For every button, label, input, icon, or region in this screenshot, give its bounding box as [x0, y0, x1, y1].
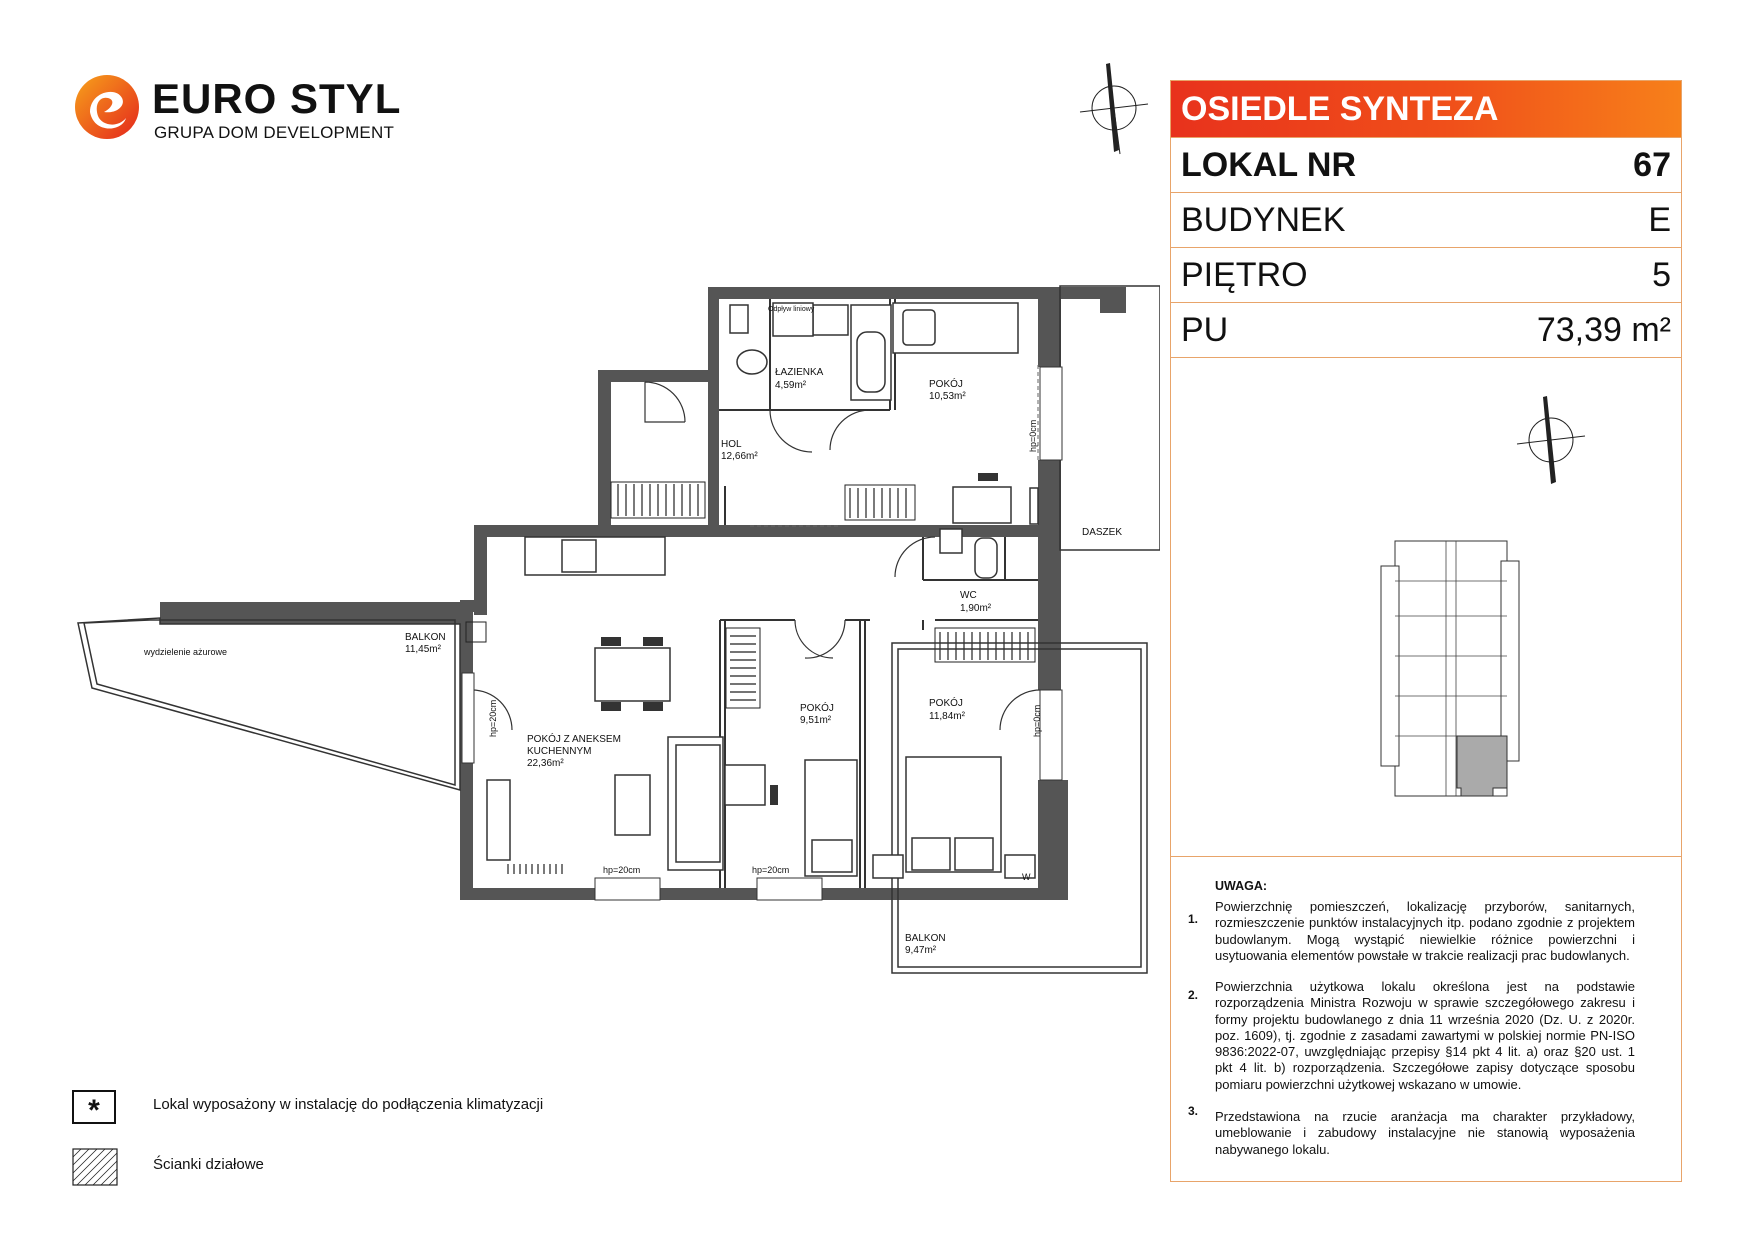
room-balkon1-area: 11,45m²: [405, 644, 442, 655]
doors: [471, 381, 1041, 731]
partition-hatching: [465, 481, 1036, 709]
radiators: [507, 484, 1029, 874]
eurostyl-logo-icon: [75, 75, 139, 139]
label-hp0-lower: hp=0cm: [1032, 705, 1042, 737]
ac-legend-symbol: *: [72, 1090, 116, 1127]
furniture: [486, 302, 1039, 879]
room-pokoj3-name: POKÓJ: [929, 696, 963, 709]
room-hol-area: 12,66m²: [721, 451, 758, 462]
room-aneks-name: POKÓJ Z ANEKSEM: [527, 732, 621, 745]
north-arrow-icon: [1079, 63, 1149, 155]
windows: [461, 366, 1063, 901]
room-pokoj3-area: 11,84m²: [929, 711, 966, 722]
room-wc-name: WC: [960, 590, 977, 601]
room-balkon2-name: BALKON: [905, 933, 946, 944]
lokal-label: LOKAL NR: [1181, 146, 1357, 184]
pietro-label: PIĘTRO: [1181, 256, 1308, 294]
partition-legend-text: Ścianki działowe: [153, 1156, 264, 1173]
notes-heading: UWAGA:: [1215, 879, 1268, 893]
info-panel: OSIEDLE SYNTEZA LOKAL NR 67 BUDYNEK E PI…: [1170, 80, 1682, 1182]
room-lazienka-area: 4,59m²: [775, 380, 807, 391]
panel-divider-top: [1171, 357, 1681, 358]
internal-walls: [719, 299, 1038, 888]
ac-legend-text: Lokal wyposażony w instalację do podłącz…: [153, 1096, 544, 1113]
label-hp20-left: hp=20cm: [488, 700, 498, 737]
room-balkon2-area: 9,47m²: [905, 945, 937, 956]
note-1-number: 1.: [1188, 912, 1199, 926]
building-key-plan: [1380, 396, 1586, 797]
room-pokoj1-name: POKÓJ: [929, 377, 963, 390]
panel-divider-bottom: [1171, 856, 1681, 857]
label-wydzielenie: wydzielenie ażurowe: [143, 647, 227, 657]
pu-label: PU: [1181, 311, 1229, 349]
budynek-row: BUDYNEK E: [1171, 192, 1681, 247]
label-hp20-a: hp=20cm: [603, 865, 640, 875]
north-arrow-small-icon: [1516, 396, 1586, 484]
note-3-text: Przedstawiona na rzucie aranżacja ma cha…: [1215, 1109, 1635, 1157]
pietro-row: PIĘTRO 5: [1171, 247, 1681, 302]
label-w: W: [1022, 872, 1031, 882]
room-pokoj2-area: 9,51m²: [800, 715, 832, 726]
brand-logo: EURO STYL GRUPA DOM DEVELOPMENT: [72, 72, 400, 152]
brand-name: EURO STYL: [152, 75, 402, 122]
room-aneks-name2: KUCHENNYM: [527, 746, 591, 757]
pu-value: 73,39 m²: [1536, 311, 1671, 349]
note-3-number: 3.: [1188, 1104, 1199, 1118]
note-1-text: Powierzchnię pomieszczeń, lokalizację pr…: [1215, 899, 1635, 963]
chairs: [601, 473, 998, 805]
note-2-text: Powierzchnia użytkowa lokalu określona j…: [1215, 979, 1635, 1092]
floor-plan: ŁAZIENKA 4,59m² POKÓJ 10,53m² HOL 12,66m…: [77, 63, 1160, 974]
label-hp20-b: hp=20cm: [752, 865, 789, 875]
brand-subtitle: GRUPA DOM DEVELOPMENT: [154, 123, 395, 142]
budynek-value: E: [1648, 201, 1671, 239]
highlighted-unit: [1456, 735, 1508, 797]
label-odplyw: Odpływ liniowy: [768, 306, 815, 313]
pu-row: PU 73,39 m²: [1171, 302, 1681, 357]
dashed-boundaries: [750, 365, 1039, 527]
room-lazienka-name: ŁAZIENKA: [775, 367, 824, 378]
room-aneks-area: 22,36m²: [527, 758, 564, 769]
pietro-value: 5: [1652, 256, 1671, 294]
partition-legend-icon: [72, 1148, 118, 1186]
lokal-row: LOKAL NR 67: [1171, 137, 1681, 192]
label-daszek: DASZEK: [1082, 527, 1122, 538]
lokal-value: 67: [1633, 146, 1671, 184]
budynek-label: BUDYNEK: [1181, 201, 1346, 239]
room-pokoj1-area: 10,53m²: [929, 391, 966, 402]
note-2-number: 2.: [1188, 988, 1199, 1002]
room-hol-name: HOL: [721, 439, 742, 450]
room-balkon1-name: BALKON: [405, 632, 446, 643]
estate-title: OSIEDLE SYNTEZA: [1171, 81, 1681, 137]
rotated-labels: hp=0cm hp=0cm hp=20cm: [488, 420, 1042, 737]
room-pokoj2-name: POKÓJ: [800, 701, 834, 714]
room-labels: ŁAZIENKA 4,59m² POKÓJ 10,53m² HOL 12,66m…: [143, 306, 1122, 956]
room-wc-area: 1,90m²: [960, 603, 992, 614]
label-hp0-upper: hp=0cm: [1028, 420, 1038, 452]
